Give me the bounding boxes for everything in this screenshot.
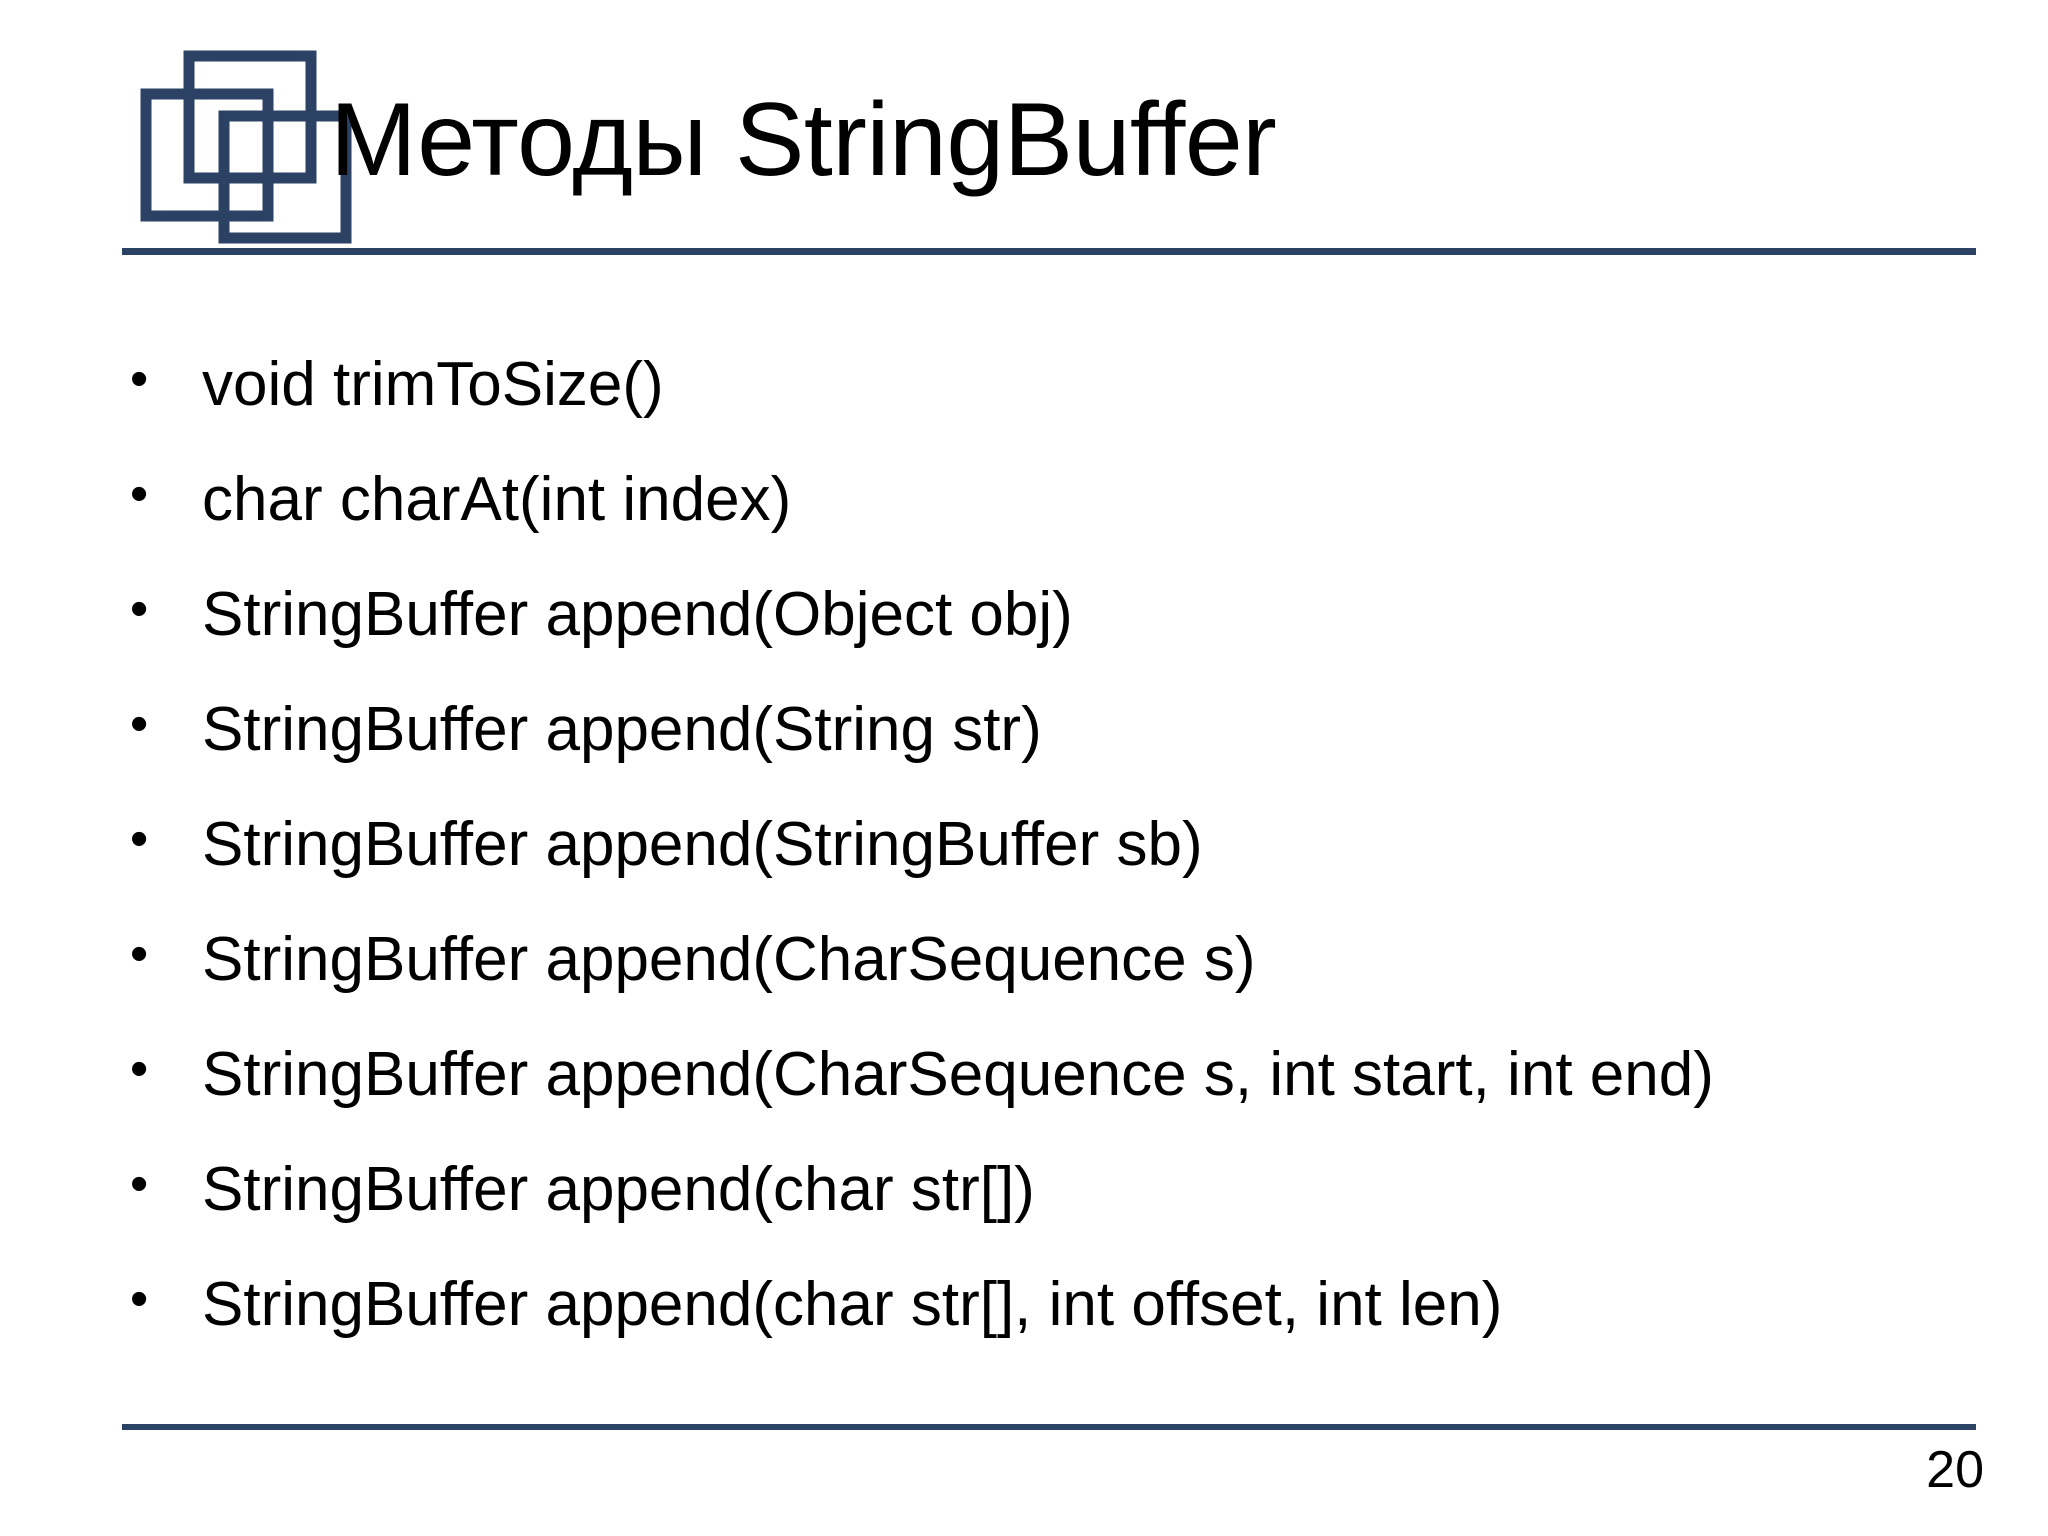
- page-number: 20: [1926, 1441, 1984, 1499]
- list-item-label: StringBuffer append(CharSequence s, int …: [202, 1040, 1714, 1109]
- list-item: • StringBuffer append(CharSequence s, in…: [122, 1042, 1992, 1157]
- list-item: • StringBuffer append(CharSequence s): [122, 927, 1992, 1042]
- list-item: • StringBuffer append(Object obj): [122, 582, 1992, 697]
- list-item: • StringBuffer append(char str[], int of…: [122, 1272, 1992, 1387]
- list-item: • StringBuffer append(String str): [122, 697, 1992, 812]
- footer-divider: [122, 1424, 1976, 1430]
- bullet-point-icon: •: [130, 465, 149, 523]
- bullet-point-icon: •: [130, 350, 149, 408]
- methods-bullet-list: • void trimToSize() • char charAt(int in…: [122, 352, 1992, 1387]
- list-item-label: StringBuffer append(String str): [202, 695, 1042, 764]
- slide-header: Методы StringBuffer: [0, 0, 2048, 270]
- bullet-point-icon: •: [130, 1040, 149, 1098]
- bullet-point-icon: •: [130, 810, 149, 868]
- list-item-label: char charAt(int index): [202, 465, 792, 534]
- list-item: • StringBuffer append(char str[]): [122, 1157, 1992, 1272]
- three-overlapping-squares-logo-icon: [124, 38, 354, 248]
- title-divider: [122, 248, 1976, 255]
- bullet-point-icon: •: [130, 1270, 149, 1328]
- list-item-label: StringBuffer append(CharSequence s): [202, 925, 1256, 994]
- bullet-point-icon: •: [130, 1155, 149, 1213]
- list-item-label: StringBuffer append(StringBuffer sb): [202, 810, 1203, 879]
- list-item-label: void trimToSize(): [202, 350, 664, 419]
- page-title: Методы StringBuffer: [330, 82, 1277, 198]
- list-item: • char charAt(int index): [122, 467, 1992, 582]
- list-item: • void trimToSize(): [122, 352, 1992, 467]
- bullet-point-icon: •: [130, 925, 149, 983]
- list-item-label: StringBuffer append(char str[], int offs…: [202, 1270, 1503, 1339]
- bullet-point-icon: •: [130, 580, 149, 638]
- list-item: • StringBuffer append(StringBuffer sb): [122, 812, 1992, 927]
- list-item-label: StringBuffer append(char str[]): [202, 1155, 1035, 1224]
- bullet-point-icon: •: [130, 695, 149, 753]
- list-item-label: StringBuffer append(Object obj): [202, 580, 1073, 649]
